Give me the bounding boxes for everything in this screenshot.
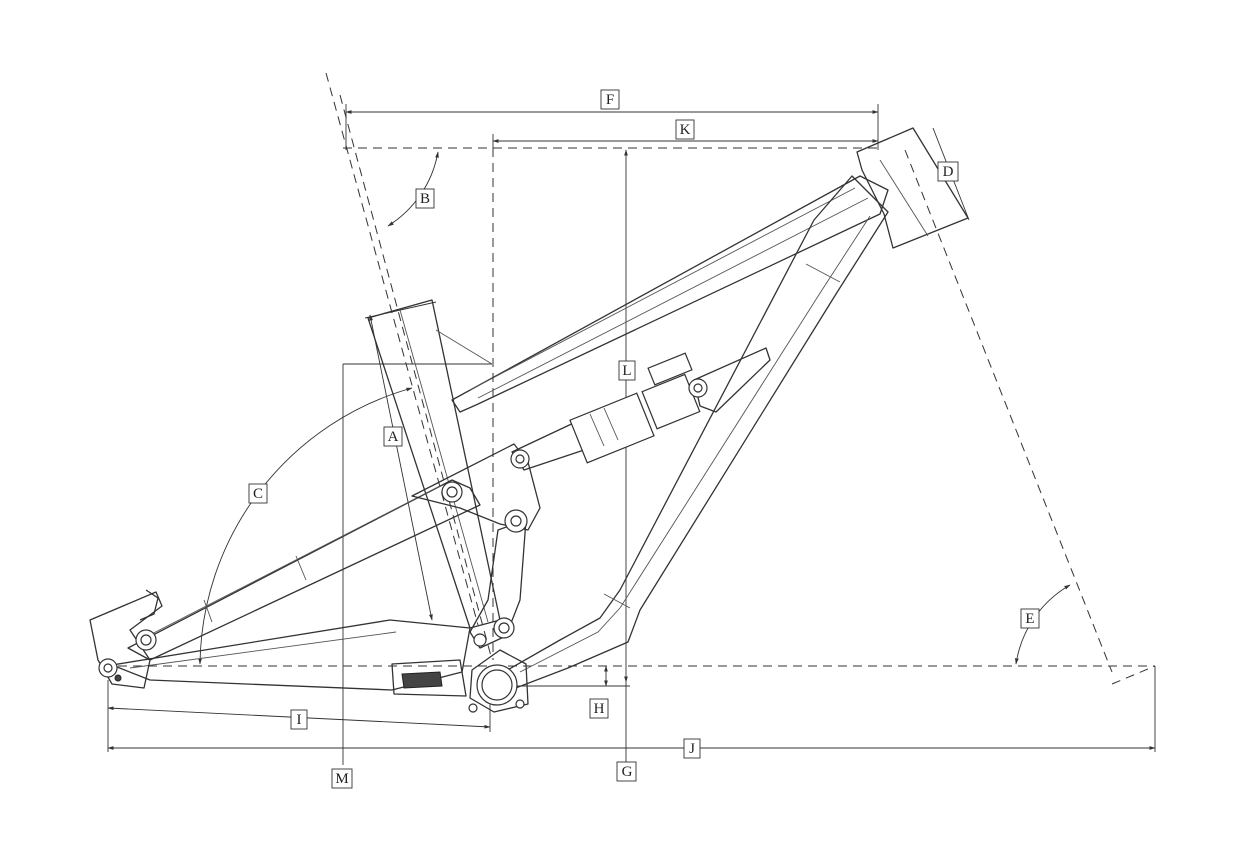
construction-lines	[118, 72, 1156, 685]
svg-text:H: H	[594, 701, 605, 717]
label-K: K	[675, 119, 695, 140]
label-G: G	[616, 761, 637, 782]
rear-triangle	[89, 479, 481, 697]
label-D: D	[937, 161, 959, 182]
label-I: I	[290, 709, 308, 730]
label-C: C	[248, 483, 268, 504]
label-H: H	[589, 698, 609, 719]
rocker-link	[411, 443, 541, 649]
label-L: L	[618, 360, 636, 381]
svg-text:M: M	[335, 771, 348, 787]
svg-text:K: K	[680, 122, 691, 138]
label-F: F	[600, 89, 620, 110]
svg-text:D: D	[943, 164, 954, 180]
label-J: J	[683, 738, 701, 759]
svg-text:E: E	[1025, 611, 1034, 627]
svg-text:L: L	[622, 363, 631, 379]
svg-text:J: J	[689, 741, 695, 757]
dimension-labels: A B C D E F G H I J K L M	[248, 89, 1040, 789]
bottom-bracket	[468, 649, 529, 713]
seat-axis-line-2	[339, 94, 493, 661]
label-B: B	[415, 188, 435, 209]
label-M: M	[331, 768, 353, 789]
rear-shock	[511, 347, 771, 471]
svg-text:F: F	[606, 92, 614, 108]
head-axis-line	[904, 149, 1113, 673]
svg-text:B: B	[420, 191, 430, 207]
svg-text:G: G	[622, 764, 633, 780]
label-E: E	[1020, 608, 1040, 629]
svg-text:C: C	[253, 486, 263, 502]
pivots	[98, 378, 708, 682]
svg-text:I: I	[297, 712, 302, 728]
head-axis-foot	[1111, 665, 1156, 685]
svg-text:A: A	[388, 429, 399, 445]
label-A: A	[383, 426, 403, 447]
